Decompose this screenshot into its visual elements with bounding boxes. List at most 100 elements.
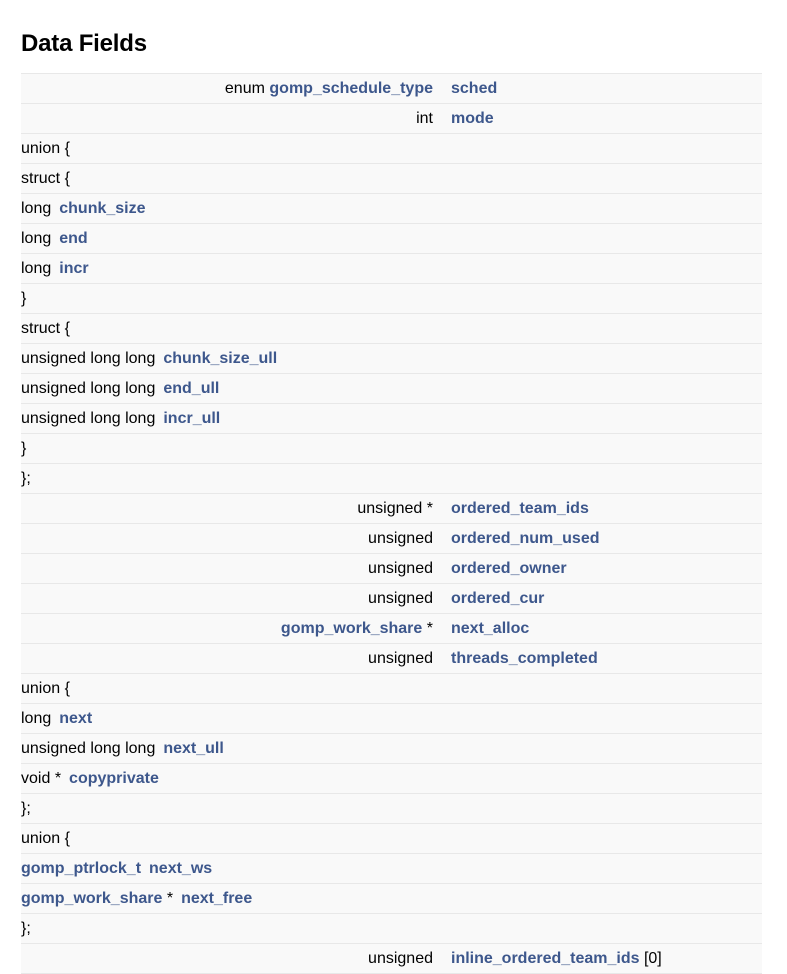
field-type-cell: unsigned (21, 553, 437, 584)
page-title: Data Fields (21, 30, 147, 58)
struct-marker-cell: } (21, 283, 762, 314)
field-name-cell: inline_ordered_team_ids [0] (437, 943, 762, 974)
field-name-link[interactable]: chunk_size_ull (163, 350, 278, 367)
field-name-cell: sched (437, 73, 762, 104)
table-row: unsigned ordered_num_used (21, 523, 762, 554)
nested-field-cell: unsigned long long next_ull (21, 733, 437, 764)
field-name-link[interactable]: end_ull (163, 380, 220, 397)
table-row: }; (21, 913, 762, 944)
empty-cell (437, 883, 762, 914)
table-row: unsigned long long end_ull (21, 373, 762, 404)
field-type-text: long (21, 710, 52, 727)
table-row: gomp_ptrlock_t next_ws (21, 853, 762, 884)
table-row: long chunk_size (21, 193, 762, 224)
empty-cell (437, 403, 762, 434)
empty-cell (437, 343, 762, 374)
field-name-link[interactable]: mode (451, 110, 494, 127)
field-name-cell: next_alloc (437, 613, 762, 644)
struct-marker-cell: }; (21, 463, 762, 494)
field-name-link[interactable]: incr_ull (163, 410, 221, 427)
field-name-link[interactable]: incr (59, 260, 89, 277)
empty-cell (437, 703, 762, 734)
struct-marker-cell: union { (21, 823, 437, 854)
field-name-link[interactable]: next (59, 710, 93, 727)
struct-marker-cell: struct { (21, 163, 437, 194)
struct-marker-cell: union { (21, 133, 437, 164)
table-row: unsigned threads_completed (21, 643, 762, 674)
field-type-link[interactable]: gomp_work_share (21, 890, 163, 907)
struct-marker-cell: struct { (21, 313, 437, 344)
field-name-link[interactable]: ordered_team_ids (451, 500, 589, 517)
field-type-link[interactable]: gomp_schedule_type (269, 80, 433, 97)
field-name-link[interactable]: chunk_size (59, 200, 146, 217)
field-type-text: unsigned (368, 530, 433, 547)
field-type-link[interactable]: gomp_ptrlock_t (21, 860, 142, 877)
table-row: union { (21, 823, 762, 854)
empty-cell (437, 733, 762, 764)
field-type-text: unsigned long long (21, 350, 156, 367)
table-row: } (21, 283, 762, 314)
field-type-cell: gomp_work_share * (21, 613, 437, 644)
field-type-text: long (21, 230, 52, 247)
nested-field-cell: unsigned long long end_ull (21, 373, 437, 404)
field-name-link[interactable]: next_alloc (451, 620, 530, 637)
field-name-cell: mode (437, 103, 762, 134)
field-name-link[interactable]: end (59, 230, 88, 247)
field-name-link[interactable]: next_ws (149, 860, 213, 877)
field-type-text: long (21, 200, 52, 217)
table-row: }; (21, 463, 762, 494)
table-row: unsigned long long incr_ull (21, 403, 762, 434)
empty-cell (437, 373, 762, 404)
field-name-cell: ordered_num_used (437, 523, 762, 554)
field-type-text: unsigned long long (21, 740, 156, 757)
field-name-link[interactable]: ordered_owner (451, 560, 567, 577)
field-name-link[interactable]: copyprivate (69, 770, 159, 787)
field-type-cell: unsigned (21, 523, 437, 554)
field-name-link[interactable]: ordered_num_used (451, 530, 600, 547)
field-type-text: unsigned long long (21, 410, 156, 427)
empty-cell (437, 253, 762, 284)
table-row: unsigned * ordered_team_ids (21, 493, 762, 524)
table-row: unsigned long long chunk_size_ull (21, 343, 762, 374)
pointer-star: * (426, 500, 433, 517)
field-name-link[interactable]: inline_ordered_team_ids (451, 950, 640, 967)
field-type-cell: int (21, 103, 437, 134)
field-type-text: unsigned (357, 500, 423, 517)
field-type-text: void (21, 770, 51, 787)
empty-cell (437, 823, 762, 854)
field-name-cell: threads_completed (437, 643, 762, 674)
struct-marker-cell: }; (21, 793, 762, 824)
nested-field-cell: long chunk_size (21, 193, 437, 224)
nested-field-cell: long next (21, 703, 437, 734)
field-type-text: unsigned (368, 650, 433, 667)
nested-field-cell: gomp_work_share *next_free (21, 883, 437, 914)
nested-field-cell: void * copyprivate (21, 763, 437, 794)
table-row: long next (21, 703, 762, 734)
pointer-star: * (426, 620, 433, 637)
field-type-text: unsigned long long (21, 380, 156, 397)
field-name-link[interactable]: next_ull (163, 740, 224, 757)
field-name-link[interactable]: threads_completed (451, 650, 598, 667)
nested-field-cell: gomp_ptrlock_t next_ws (21, 853, 437, 884)
field-type-text: unsigned (368, 950, 433, 967)
empty-cell (437, 763, 762, 794)
empty-cell (437, 133, 762, 164)
struct-marker-cell: } (21, 433, 762, 464)
table-row: struct { (21, 163, 762, 194)
field-name-link[interactable]: next_free (181, 890, 253, 907)
table-row: } (21, 433, 762, 464)
table-row: unsigned long long next_ull (21, 733, 762, 764)
field-type-cell: unsigned (21, 583, 437, 614)
empty-cell (437, 193, 762, 224)
table-row: unsigned ordered_cur (21, 583, 762, 614)
table-row: void * copyprivate (21, 763, 762, 794)
field-type-link[interactable]: gomp_work_share (280, 620, 423, 637)
pointer-star: * (54, 770, 62, 787)
field-name-link[interactable]: ordered_cur (451, 590, 545, 607)
field-name-link[interactable]: sched (451, 80, 498, 97)
